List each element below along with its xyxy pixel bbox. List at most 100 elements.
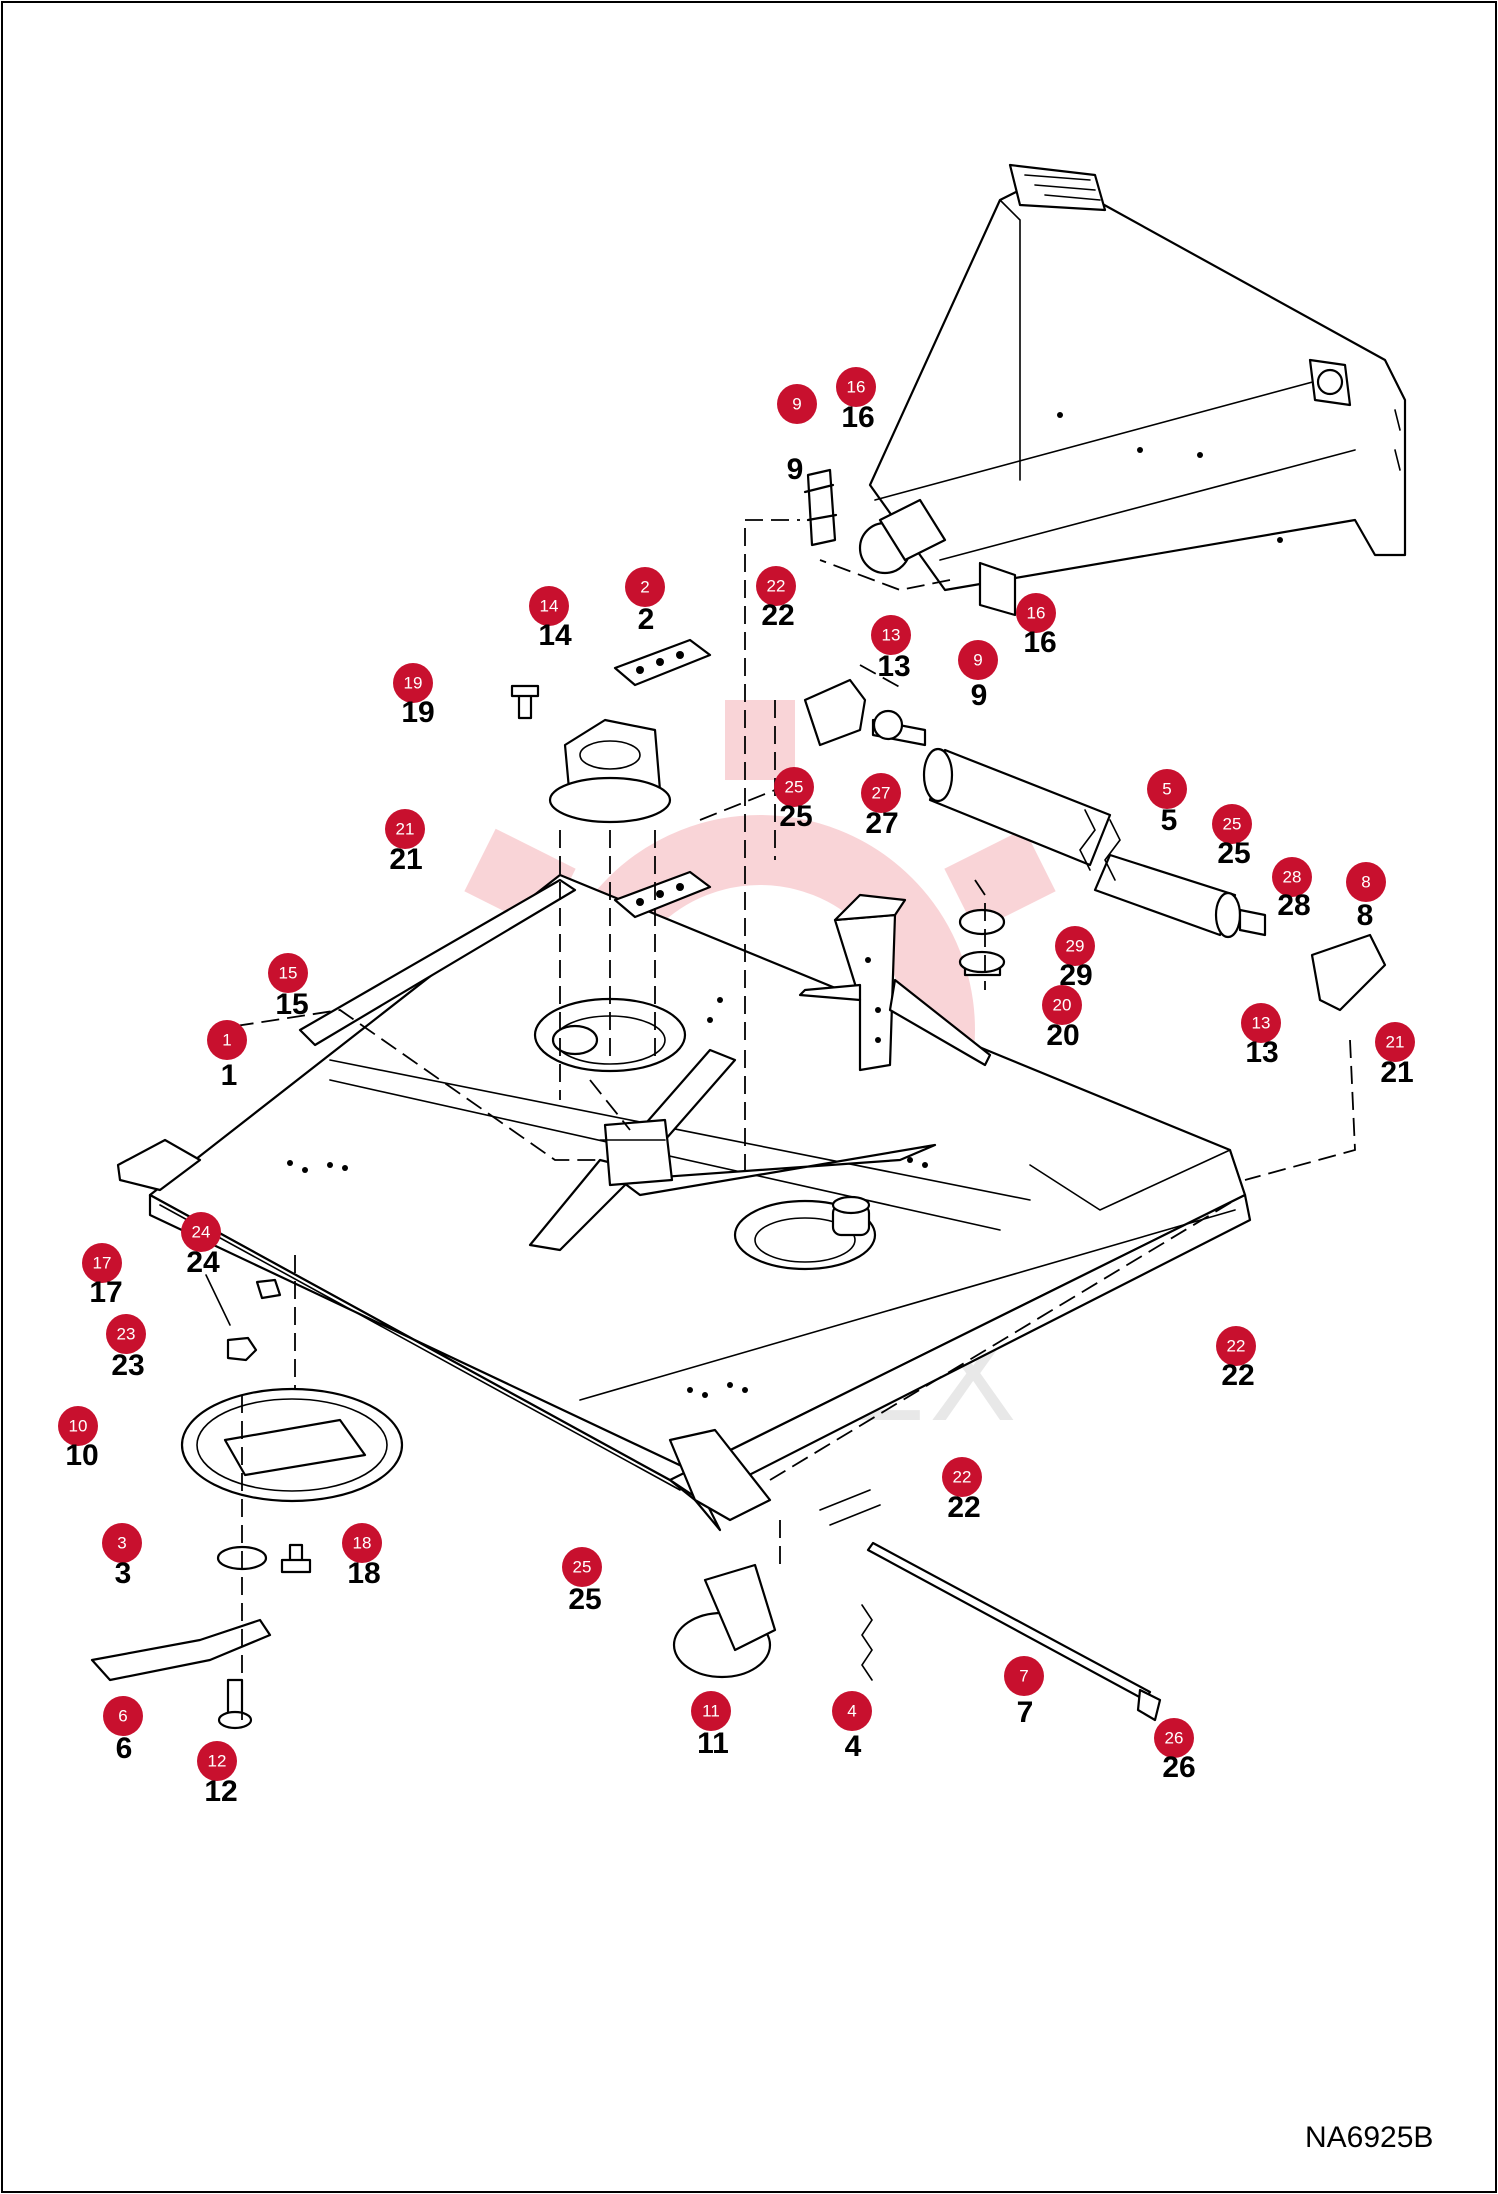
callout-number: 20 [1046,1019,1079,1052]
callout-number: 16 [841,401,874,434]
callout-number: 1 [221,1059,238,1092]
callout-badge-label: 13 [882,626,901,645]
callout-badge [625,567,665,607]
callout-badge-label: 17 [93,1254,112,1273]
callout-2: 22 [625,567,665,636]
callout-number: 8 [1357,899,1374,932]
callout-number: 22 [947,1491,980,1524]
drive-shaft [871,709,1267,939]
callout-number: 4 [845,1730,862,1763]
callout-badge [1016,593,1056,633]
callout-badge [1042,985,1082,1025]
callout-badge [756,566,796,606]
callout-badge [1375,1022,1415,1062]
callout-badge-label: 14 [540,597,559,616]
callout-badge-label: 21 [1386,1033,1405,1052]
callout-badge-label: 18 [353,1534,372,1553]
callout-badge-label: 5 [1162,780,1171,799]
callout-badge [529,586,569,626]
callout-badge-label: 9 [792,395,801,414]
callout-badge-label: 23 [117,1325,136,1344]
callout-badge [207,1020,247,1060]
callout-badge-label: 25 [785,778,804,797]
callout-badge [832,1691,872,1731]
callout-badge [342,1523,382,1563]
callout-number: 14 [538,619,572,652]
callout-badge [393,663,433,703]
callout-number: 7 [1017,1696,1034,1729]
callout-badge [871,615,911,655]
callout-number: 13 [1245,1036,1278,1069]
callout-badge [1154,1718,1194,1758]
callout-badge-label: 25 [1223,815,1242,834]
callout-badge [836,367,876,407]
callout-9: 99 [958,640,998,712]
callout-number: 18 [347,1557,380,1590]
callout-4: 44 [832,1691,872,1763]
callout-badge [1272,857,1312,897]
callout-badge [1346,862,1386,902]
callout-number: 6 [116,1732,133,1765]
callout-9: 99 [777,384,817,486]
callout-badge [691,1691,731,1731]
callout-badge [1004,1656,1044,1696]
callout-badge-label: 19 [404,674,423,693]
callout-badge-label: 28 [1283,868,1302,887]
callout-badge-label: 13 [1252,1014,1271,1033]
callout-8: 88 [1346,862,1386,932]
callout-number: 22 [761,599,794,632]
callout-3: 33 [102,1523,142,1590]
callout-badge-label: 20 [1053,996,1072,1015]
callout-badge [58,1406,98,1446]
assembly-lines [209,519,1356,1720]
callout-badge-label: 29 [1066,937,1085,956]
callout-number: 9 [787,453,804,486]
callout-badge [942,1457,982,1497]
callout-badge [268,953,308,993]
callout-number: 10 [65,1439,98,1472]
callout-badge-label: 26 [1165,1729,1184,1748]
callout-number: 9 [971,679,988,712]
callout-badge-label: 7 [1019,1667,1028,1686]
callout-badge [774,767,814,807]
callout-5: 55 [1147,769,1187,837]
callout-number: 12 [204,1775,237,1808]
small-parts [90,468,1387,1730]
callout-badge [181,1212,221,1252]
callout-badge-label: 2 [640,578,649,597]
callout-badge [1055,926,1095,966]
callout-6: 66 [103,1696,143,1765]
callout-number: 2 [638,603,655,636]
callout-badge [861,773,901,813]
callout-number: 13 [877,650,910,683]
callout-badge [385,809,425,849]
diagram-code: NA6925B [1305,2121,1433,2154]
callout-number: 28 [1277,889,1310,922]
callout-badge-label: 3 [117,1534,126,1553]
callout-badge-label: 16 [1027,604,1046,623]
callout-badge [106,1314,146,1354]
callout-badge-label: 16 [847,378,866,397]
callout-badge-label: 22 [767,577,786,596]
callout-number: 16 [1023,626,1056,659]
callout-badge [562,1547,602,1587]
callout-badge-label: 10 [69,1417,88,1436]
callout-7: 77 [1004,1656,1044,1729]
callout-badge [1212,804,1252,844]
callout-number: 3 [115,1557,132,1590]
